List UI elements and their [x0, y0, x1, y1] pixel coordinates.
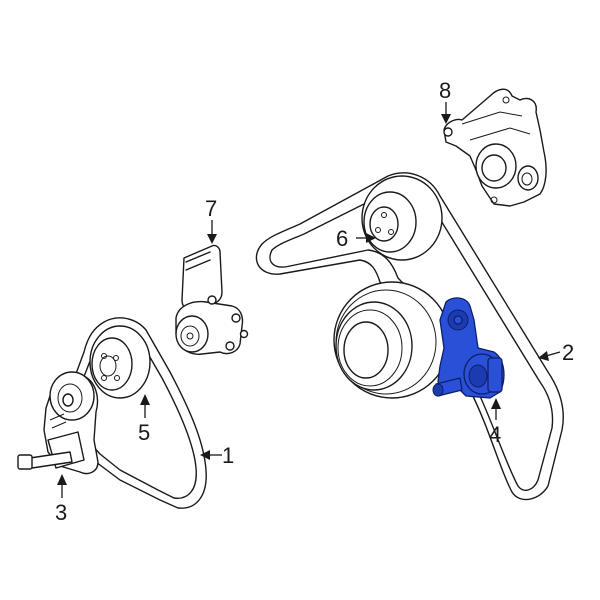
leader-1 [200, 450, 222, 460]
leader-4 [491, 398, 501, 420]
part-3-tensioner[interactable] [17, 371, 99, 475]
crankshaft-pulley [333, 281, 451, 399]
part-8-bracket[interactable] [443, 88, 547, 207]
leader-3 [57, 474, 67, 498]
leader-8 [441, 102, 451, 124]
callout-1: 1 [222, 443, 234, 468]
callout-4: 4 [489, 422, 501, 447]
leader-7 [207, 220, 217, 244]
callout-2: 2 [562, 340, 574, 365]
callout-5: 5 [138, 420, 150, 445]
leader-6 [356, 233, 376, 243]
callout-6: 6 [336, 226, 348, 251]
part-7-tensioner-bracket[interactable] [175, 244, 249, 355]
callout-7: 7 [205, 196, 217, 221]
leader-2 [538, 351, 561, 361]
part-5-pulley[interactable] [89, 325, 151, 399]
leader-5 [140, 394, 150, 418]
part-4-belt-tensioner[interactable] [432, 297, 505, 399]
callout-8: 8 [439, 78, 451, 103]
part-6-idler-pulley[interactable] [361, 175, 443, 261]
callout-3: 3 [55, 500, 67, 525]
